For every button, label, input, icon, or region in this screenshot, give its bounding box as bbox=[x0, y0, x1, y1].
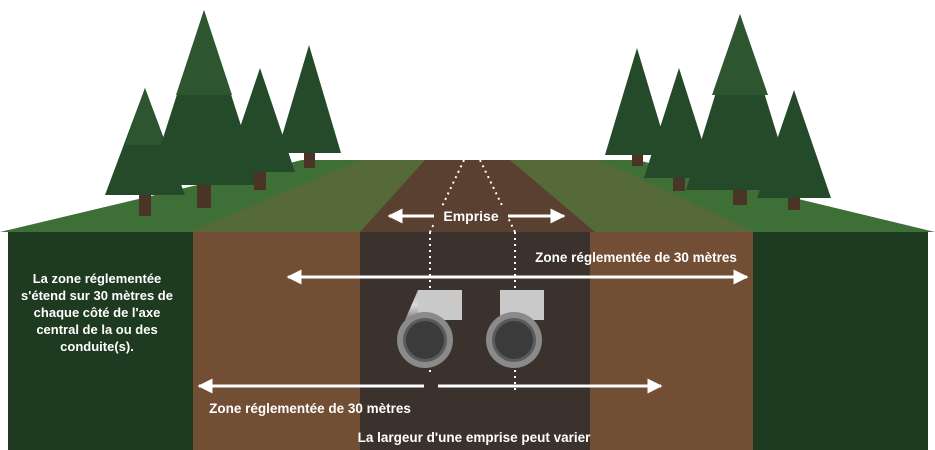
tree-icon bbox=[644, 68, 714, 191]
regulated-zone-label-upper: Zone réglementée de 30 mètres bbox=[535, 250, 737, 265]
tree-icon bbox=[225, 68, 295, 190]
regulated-zone-label-lower: Zone réglementée de 30 mètres bbox=[209, 401, 411, 416]
trees-left bbox=[105, 10, 341, 216]
right-of-way-width-note: La largeur d'une emprise peut varier bbox=[358, 430, 592, 445]
tree-icon bbox=[148, 10, 260, 208]
tree-icon bbox=[686, 14, 794, 205]
tree-icon bbox=[757, 90, 831, 210]
right-of-way-label: Emprise bbox=[443, 208, 498, 224]
trees-right bbox=[605, 14, 831, 210]
pipe-right bbox=[486, 290, 544, 368]
tree-icon bbox=[605, 48, 669, 166]
regulated-zone-side-note: La zone réglementée s'étend sur 30 mètre… bbox=[21, 271, 173, 354]
pipe-left bbox=[397, 290, 462, 368]
tree-icon bbox=[277, 45, 341, 168]
